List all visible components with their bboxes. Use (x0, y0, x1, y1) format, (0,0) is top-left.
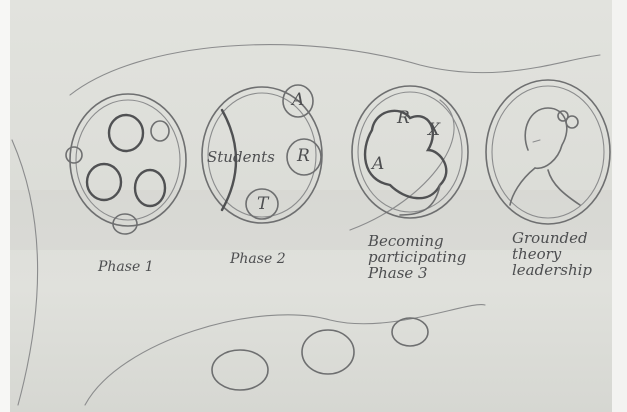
phase-3-caption: Becoming participating Phase 3 (368, 233, 466, 281)
lower-loop-stroke (85, 305, 485, 405)
role-letter-t: T (257, 196, 268, 213)
lower-loop-3 (392, 318, 428, 346)
cloud-letter-a: A (372, 156, 384, 173)
phase-2-caption: Phase 2 (230, 252, 286, 266)
phase-3-caption-line-3: Phase 3 (368, 265, 466, 281)
lower-loop-1 (212, 350, 268, 390)
role-letter-a: A (292, 92, 304, 109)
phase-1-caption: Phase 1 (98, 260, 154, 274)
left-arc-stroke (12, 140, 38, 405)
cloud-letter-r: R (397, 110, 410, 127)
phase-4-caption-line-1: Grounded (512, 230, 592, 246)
students-label: Students (207, 150, 275, 165)
phase-3-caption-line-1: Becoming (368, 233, 466, 249)
phase-1-member-small (151, 121, 169, 141)
lower-loop-2 (302, 330, 354, 374)
phase-1-member-outside (66, 147, 82, 163)
phase-4-caption-line-2: theory (512, 246, 592, 262)
phase-1-member-top (109, 115, 143, 151)
paper-left-edge (0, 0, 10, 412)
role-letter-r: R (297, 148, 310, 165)
phase-4-caption-line-3: leadership (512, 262, 592, 278)
phase-3-caption-line-2: participating (368, 249, 466, 265)
paper-right-edge (612, 0, 627, 412)
cloud-letter-x: X (428, 122, 440, 139)
phase-4-caption: Grounded theory leadership (512, 230, 592, 278)
